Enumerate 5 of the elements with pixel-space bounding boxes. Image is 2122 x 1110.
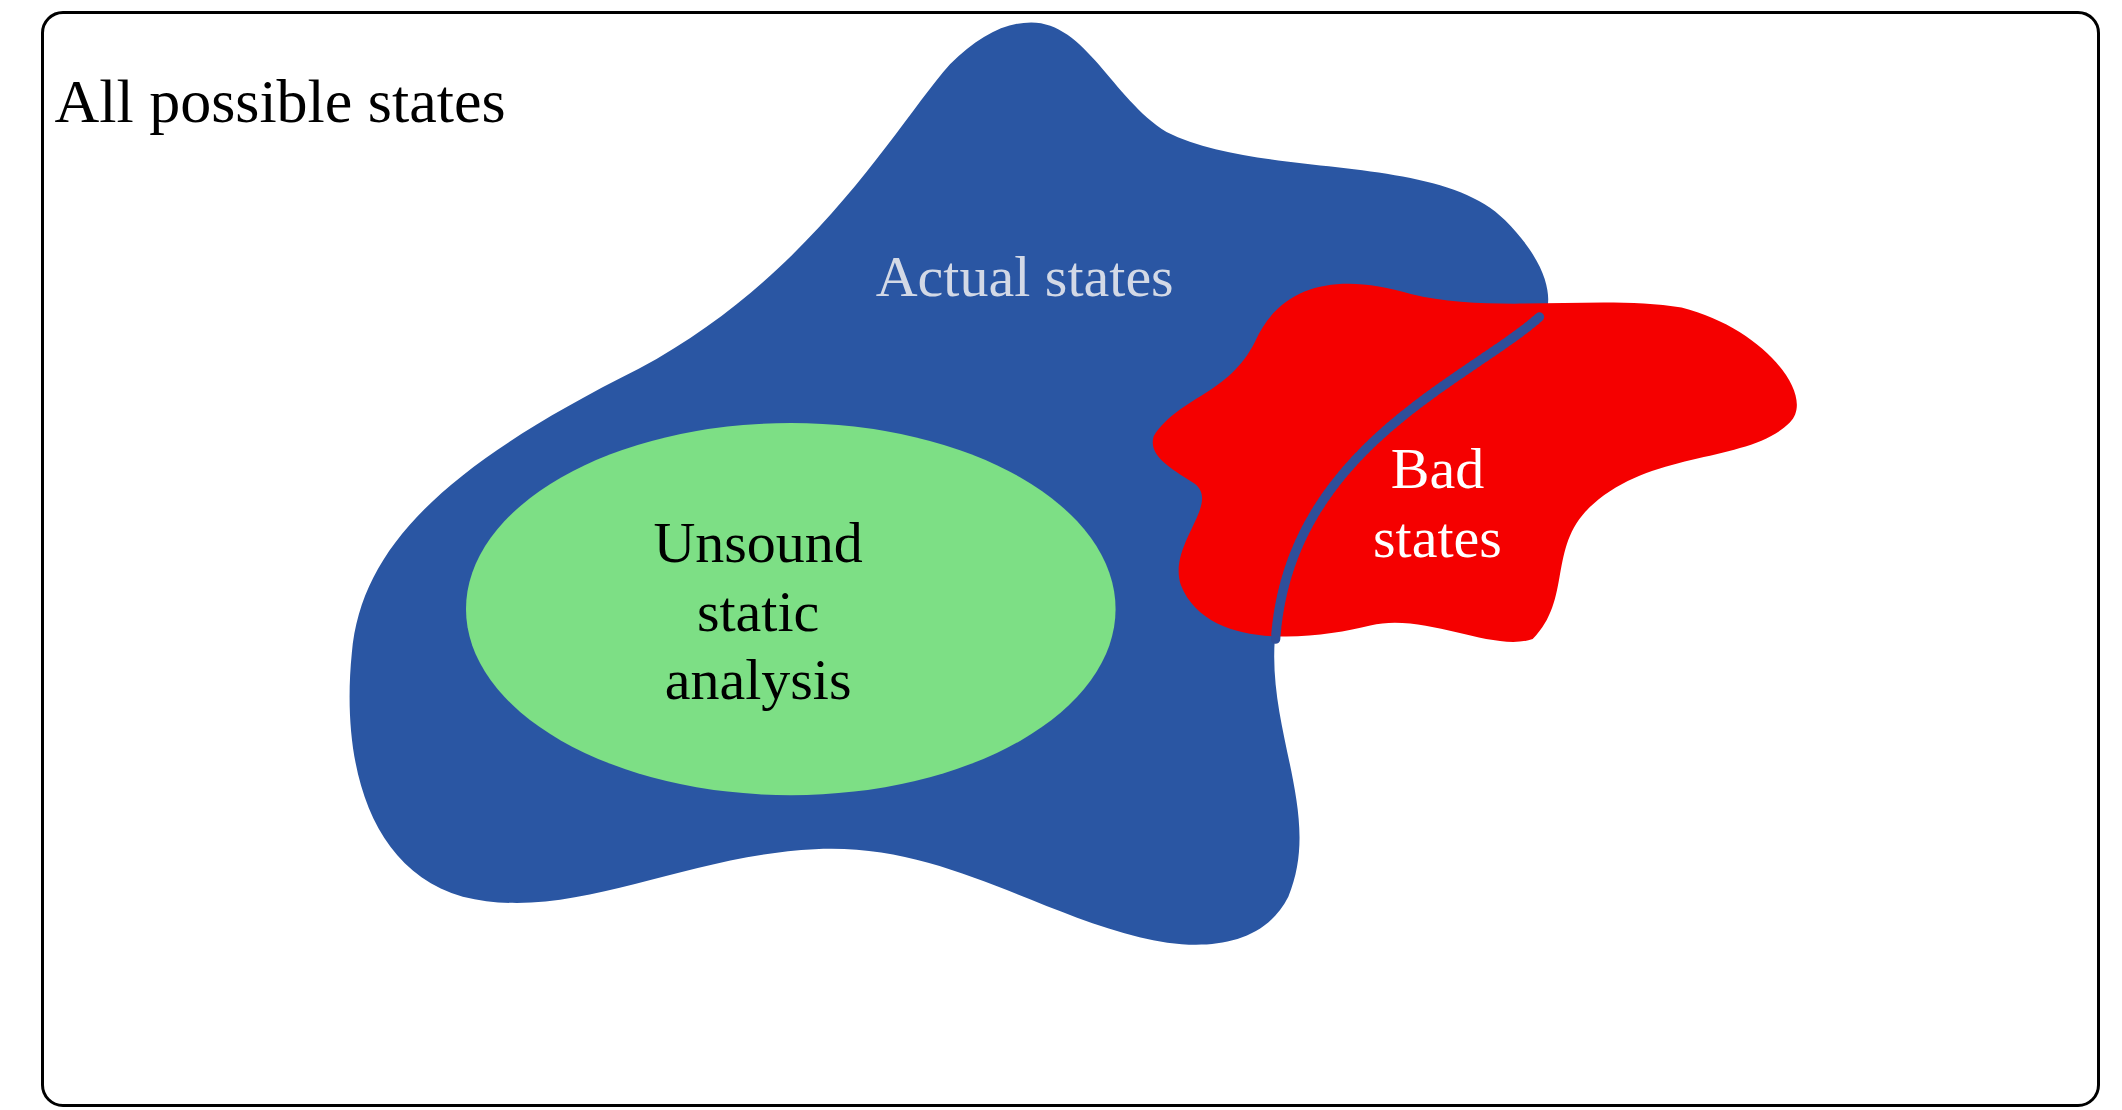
region-label: Bad states [1372, 435, 1503, 572]
title-label: All possible states [54, 66, 507, 138]
region-label: Unsound static analysis [652, 509, 864, 715]
region-label: Actual states [874, 242, 1175, 311]
outer-frame [40, 10, 2101, 1107]
